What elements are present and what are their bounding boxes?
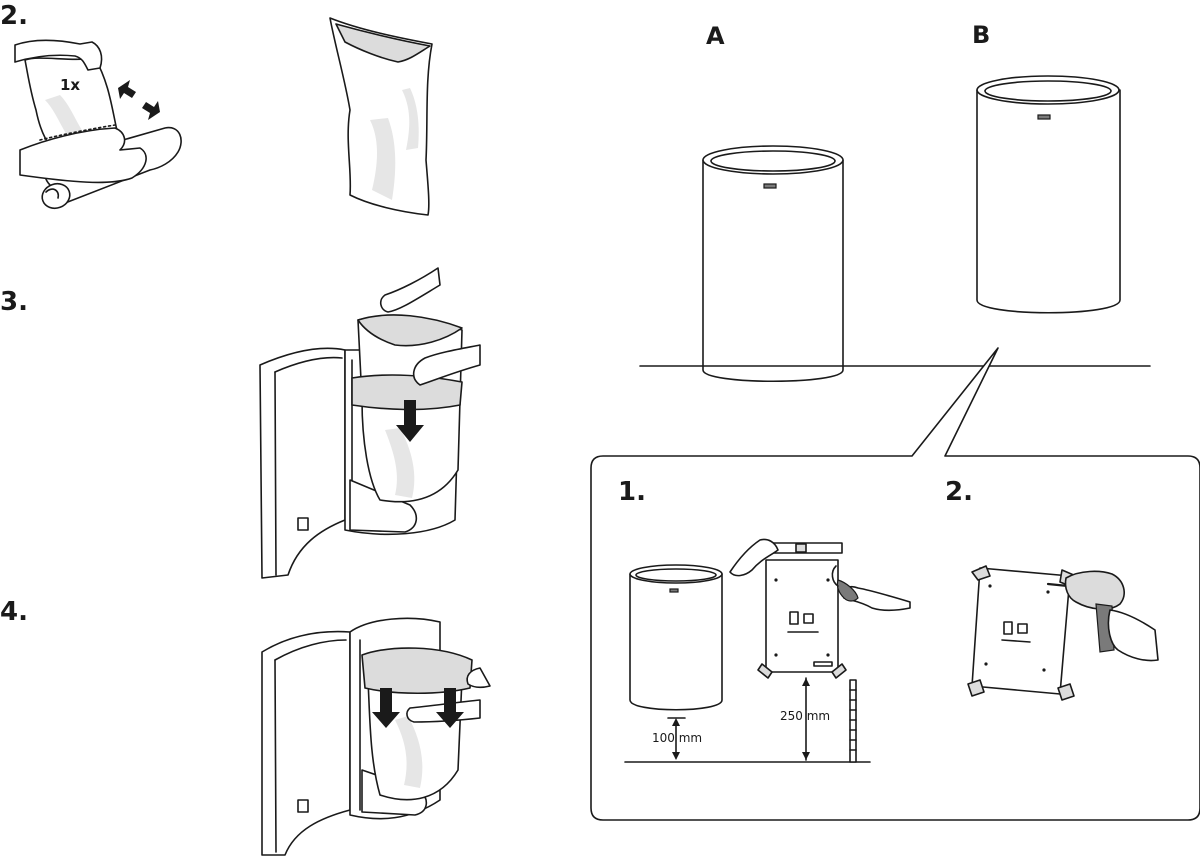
variant-a-floor-bin	[702, 145, 844, 383]
mounting-step-1-number: 1.	[618, 477, 646, 507]
spirit-level-with-hands	[729, 538, 911, 612]
step-4-fold-bag-illustration	[261, 617, 491, 856]
variant-a-label: A	[706, 22, 725, 50]
plate-height-label: 250 mm	[780, 709, 830, 723]
step-2-tear-bag-illustration: 1x	[14, 39, 182, 210]
step-2-number: 2.	[0, 1, 28, 31]
plate-height-dimension: 250 mm	[780, 677, 857, 763]
mounting-callout-box	[590, 347, 1200, 821]
variant-b-wall-bin	[976, 75, 1121, 314]
step-4-number: 4.	[0, 597, 28, 627]
mounting-plate-step-1	[757, 559, 847, 679]
step-2-bag-illustration	[329, 17, 433, 216]
floor-gap-dimension: 100 mm	[624, 717, 871, 763]
step-2-multiplier: 1x	[60, 76, 80, 94]
mounting-step-2-number: 2.	[945, 477, 973, 507]
variant-b-label: B	[972, 21, 990, 49]
floor-gap-label: 100 mm	[652, 731, 702, 745]
step-3-number: 3.	[0, 287, 28, 317]
mounting-step-1-bin	[629, 564, 723, 711]
drill-with-hand	[1046, 570, 1159, 662]
step-3-insert-bag-illustration	[259, 267, 481, 579]
mounting-plate-step-2	[967, 565, 1077, 701]
